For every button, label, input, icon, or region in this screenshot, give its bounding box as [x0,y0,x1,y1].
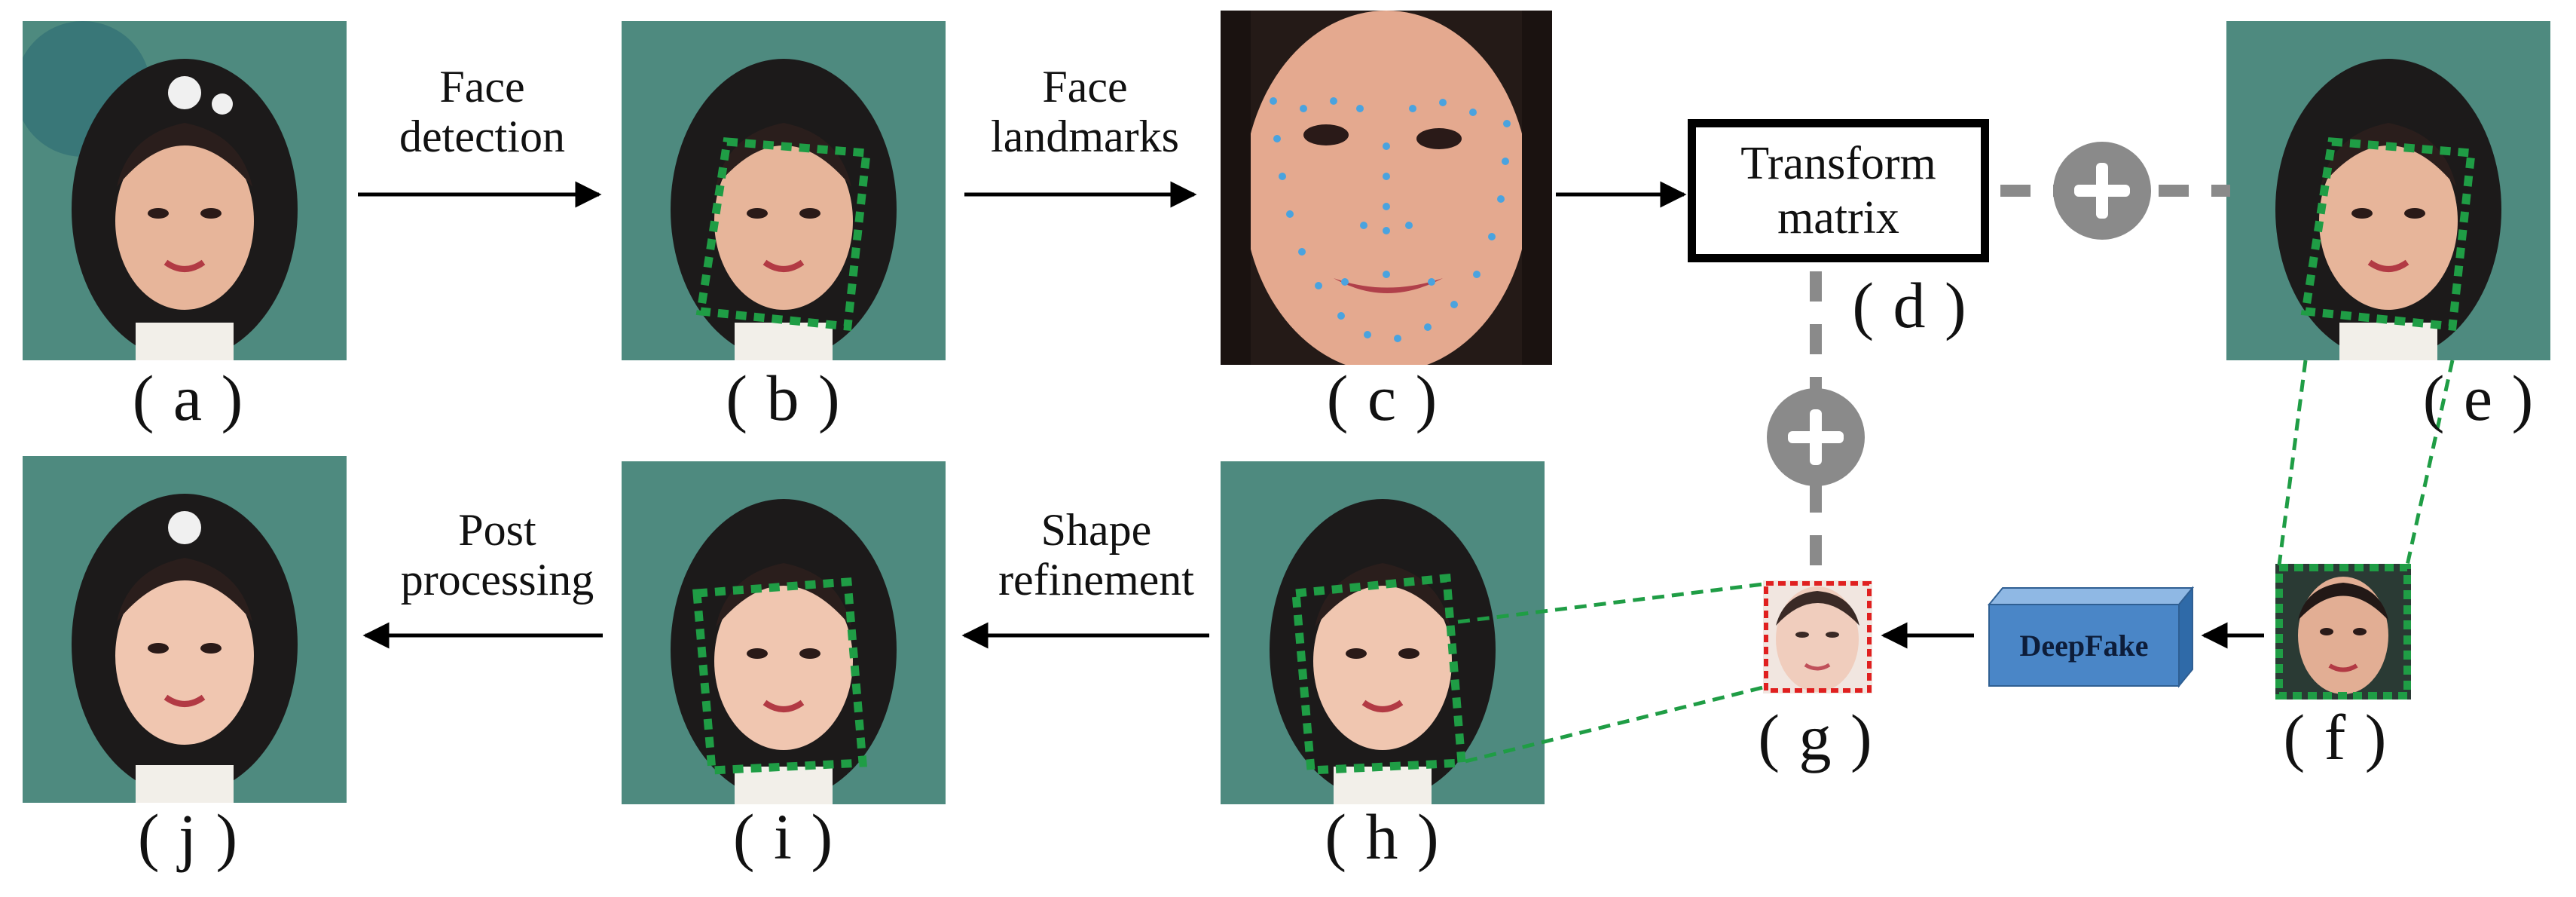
face-portrait-icon [2226,21,2550,360]
warp-line-top [1457,582,1764,624]
warp-line-bottom [1465,685,1764,764]
panel-label-a: ( a ) [132,362,245,434]
panel-label-e: ( e ) [2422,362,2535,434]
face-portrait-icon [622,21,946,360]
panel-label-c: ( c ) [1326,362,1439,434]
panel-i-image [622,461,946,804]
step-face-detection: Face detection [384,62,580,161]
aligned-face-box [2300,137,2477,332]
panel-label-j: ( j ) [137,801,240,873]
crop-line-right [2405,360,2455,566]
face-portrait-icon [23,21,347,360]
panel-e-image [2226,21,2550,360]
panel-j-image [23,456,347,803]
panel-label-g: ( g ) [1758,701,1874,773]
deepfake-model-block: DeepFake [1987,586,2195,688]
step-post-processing-line-1: Post [458,505,536,555]
face-portrait-icon [622,461,946,804]
panel-label-i: ( i ) [732,801,835,873]
face-detection-box [695,137,872,332]
panel-label-b: ( b ) [726,362,842,434]
face-portrait-icon [23,456,347,803]
refined-region-box [692,577,867,775]
transform-matrix-box: Transform matrix [1688,119,1989,262]
cropped-face-icon [2275,564,2411,700]
face-landmarks-icon [1221,11,1552,365]
transform-box-line-1: Transform [1740,138,1936,189]
face-portrait-icon [1221,461,1545,804]
panel-label-d: ( d ) [1852,269,1968,341]
deepfake-box-icon: DeepFake [1987,586,2195,688]
plus-icon-horizontal [2053,142,2151,240]
step-face-detection-line-2: detection [399,112,565,161]
step-face-landmarks-line-2: landmarks [991,112,1179,161]
step-shape-refinement-line-2: refinement [998,555,1194,605]
swapped-region-box [1291,573,1466,775]
step-face-landmarks-line-1: Face [1042,62,1128,112]
transform-box-line-2: matrix [1777,192,1899,243]
step-face-landmarks: Face landmarks [972,62,1198,161]
step-shape-refinement-line-1: Shape [1040,505,1152,555]
panel-c-image [1221,11,1552,365]
panel-f-image [2275,564,2411,700]
panel-g-image [1763,580,1872,693]
panel-b-image [622,21,946,360]
plus-icon-vertical [1767,388,1865,486]
step-post-processing: Post processing [373,505,622,605]
panel-h-image [1221,461,1545,804]
crop-line-left [2277,360,2308,566]
deepfake-label: DeepFake [2019,629,2148,663]
swapped-face-icon [1763,580,1872,693]
step-post-processing-line-2: processing [400,555,594,605]
step-shape-refinement: Shape refinement [968,505,1224,605]
panel-a-image [23,21,347,360]
panel-label-f: ( f ) [2283,701,2388,773]
panel-label-h: ( h ) [1325,801,1441,873]
step-face-detection-line-1: Face [439,62,525,112]
